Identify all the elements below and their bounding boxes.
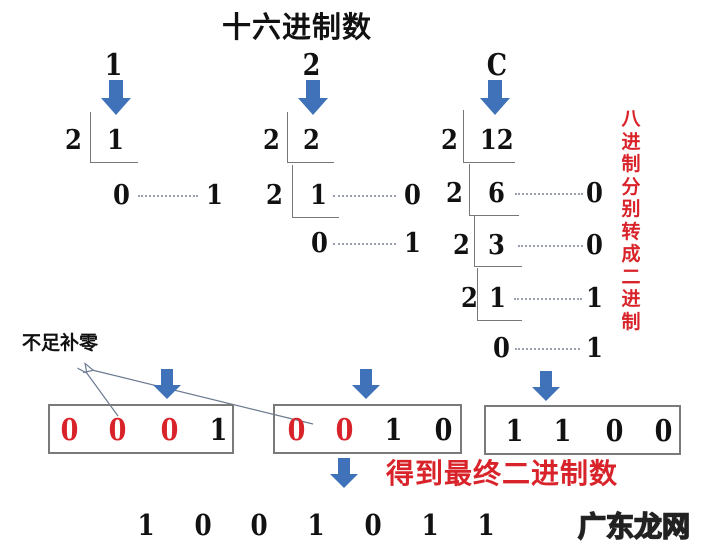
binary-bit: 0 xyxy=(605,414,624,449)
division-bracket xyxy=(469,164,470,215)
result-bit: 1 xyxy=(421,508,439,542)
diagram-title: 十六进制数 xyxy=(222,10,373,44)
binary-group-2: 0 0 1 0 xyxy=(273,404,462,454)
binary-group-1: 0 0 0 1 xyxy=(48,404,234,454)
binary-bit: 1 xyxy=(553,414,572,449)
side-note-vertical: 八 进 制 分 别 转 成 二 进 制 xyxy=(620,108,642,333)
dividend: 3 xyxy=(487,230,505,261)
dotted-connector xyxy=(515,348,580,350)
dotted-connector xyxy=(333,195,396,197)
result-bit: 1 xyxy=(307,508,325,542)
final-result-label: 得到最终二进制数 xyxy=(386,457,619,490)
remainder: 1 xyxy=(205,180,223,211)
division-bracket xyxy=(292,165,293,217)
divisor: 2 xyxy=(64,125,82,156)
divisor: 2 xyxy=(262,125,280,156)
hex-digit-2: 2 xyxy=(302,48,321,83)
division-bracket xyxy=(90,162,138,163)
side-note-char: 二 xyxy=(621,265,641,288)
division-bracket xyxy=(292,217,339,218)
binary-bit-padded: 0 xyxy=(287,413,306,448)
binary-bit: 0 xyxy=(434,413,453,448)
divisor: 2 xyxy=(440,125,458,156)
binary-bit: 1 xyxy=(209,413,228,448)
result-bit: 0 xyxy=(364,508,382,542)
division-bracket xyxy=(463,162,515,163)
quotient: 0 xyxy=(112,180,130,211)
division-bracket xyxy=(477,268,478,320)
division-bracket xyxy=(477,320,522,321)
dividend: 6 xyxy=(487,178,505,209)
side-note-char: 制 xyxy=(621,310,641,333)
dotted-connector xyxy=(515,193,583,195)
division-bracket xyxy=(90,112,91,162)
dividend: 2 xyxy=(302,125,320,156)
dotted-connector xyxy=(138,195,198,197)
hex-digit-1: 1 xyxy=(104,48,123,83)
binary-bit: 0 xyxy=(654,414,673,449)
quotient: 0 xyxy=(492,333,510,364)
divisor: 2 xyxy=(265,180,283,211)
side-note-char: 八 xyxy=(621,108,641,130)
watermark: 广东龙网 xyxy=(577,509,691,544)
side-note-char: 进 xyxy=(621,288,641,310)
remainder: 0 xyxy=(585,178,603,209)
dotted-connector xyxy=(333,243,396,245)
side-note-char: 分 xyxy=(621,175,641,198)
division-bracket xyxy=(474,266,522,267)
pad-zero-note: 不足补零 xyxy=(22,332,99,354)
division-bracket xyxy=(469,215,519,216)
binary-bit: 1 xyxy=(384,413,403,448)
divisor: 2 xyxy=(460,283,478,314)
remainder: 0 xyxy=(585,230,603,261)
dividend: 1 xyxy=(309,180,327,211)
dividend: 1 xyxy=(106,125,124,156)
dividend: 1 xyxy=(488,283,506,314)
division-bracket xyxy=(287,162,334,163)
side-note-char: 转 xyxy=(621,220,641,243)
side-note-char: 制 xyxy=(621,153,641,175)
result-bit: 0 xyxy=(194,508,212,542)
remainder: 1 xyxy=(585,333,603,364)
result-bit: 1 xyxy=(477,508,495,542)
binary-bit: 1 xyxy=(505,414,524,449)
binary-bit-padded: 0 xyxy=(108,413,127,448)
dividend: 12 xyxy=(479,125,514,156)
remainder: 1 xyxy=(403,228,421,259)
binary-bit-padded: 0 xyxy=(60,413,79,448)
dotted-connector xyxy=(514,298,582,300)
binary-group-3: 1 1 0 0 xyxy=(484,405,681,455)
result-bit: 0 xyxy=(250,508,268,542)
divisor: 2 xyxy=(452,230,470,261)
divisor: 2 xyxy=(445,178,463,209)
division-bracket xyxy=(474,216,475,266)
result-bit: 1 xyxy=(137,508,155,542)
side-note-char: 进 xyxy=(621,130,641,153)
division-bracket xyxy=(463,110,464,162)
side-note-char: 别 xyxy=(621,198,641,220)
binary-bit-padded: 0 xyxy=(335,413,354,448)
remainder: 0 xyxy=(403,180,421,211)
division-bracket xyxy=(287,112,288,162)
quotient: 0 xyxy=(310,228,328,259)
hex-digit-c: C xyxy=(486,48,508,83)
dotted-connector xyxy=(518,245,583,247)
side-note-char: 成 xyxy=(621,243,641,265)
binary-bit-padded: 0 xyxy=(160,413,179,448)
remainder: 1 xyxy=(585,283,603,314)
